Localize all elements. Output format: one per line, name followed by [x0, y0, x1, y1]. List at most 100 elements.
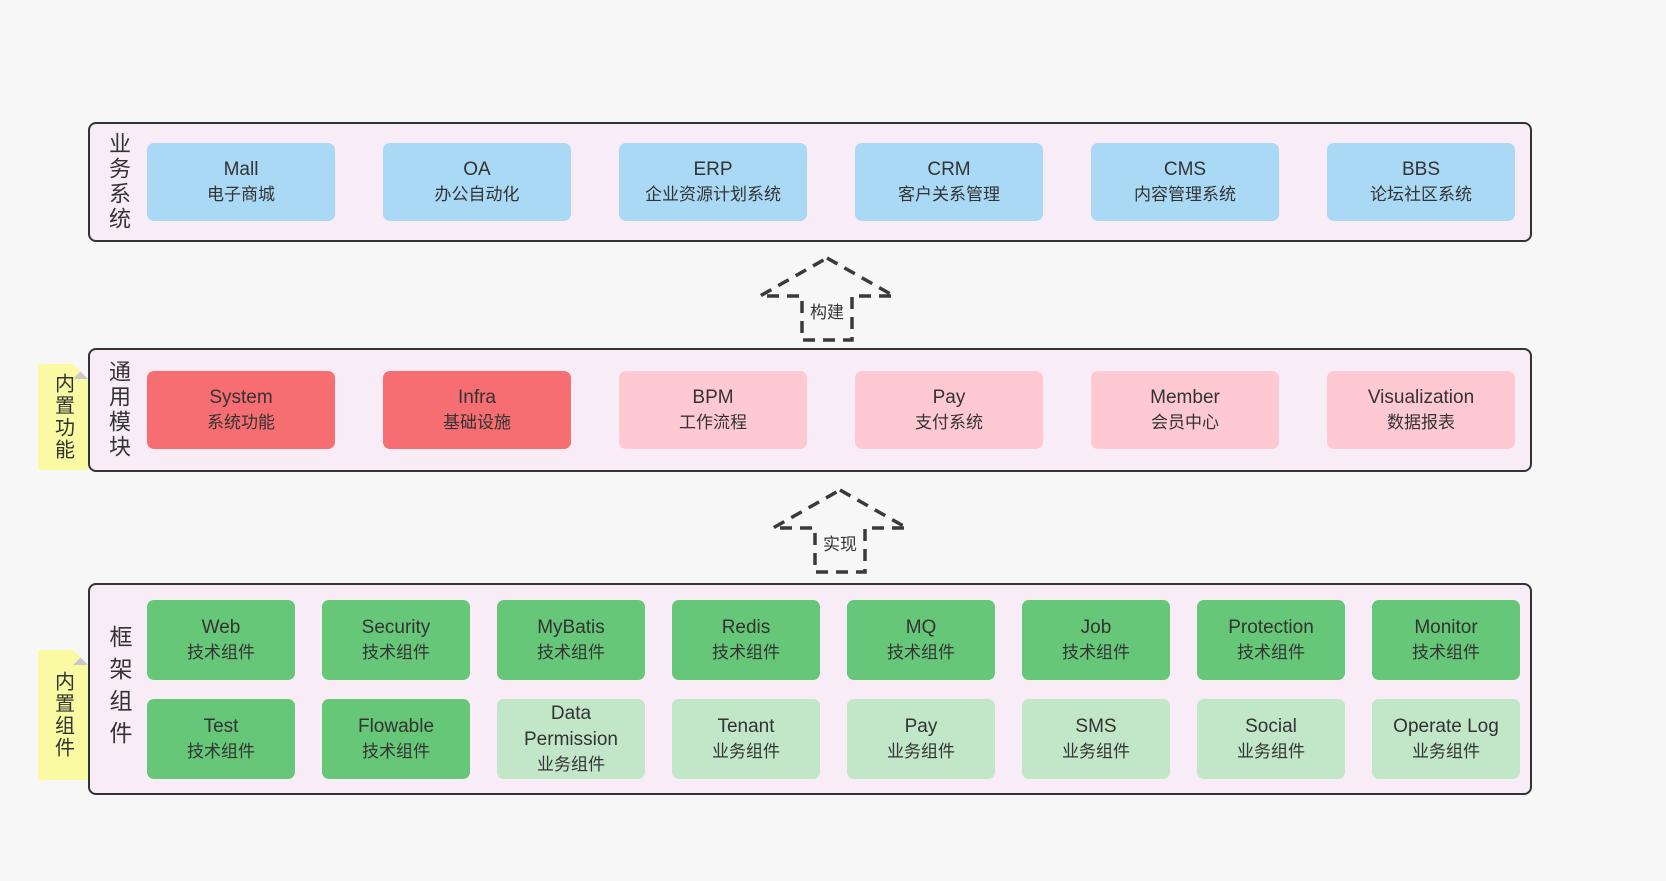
module-box-desc: 基础设施	[443, 413, 511, 433]
module-box-desc: 办公自动化	[434, 185, 520, 205]
module-box-name: MQ	[905, 616, 937, 638]
module-box-bbs: BBS 论坛社区系统	[1327, 143, 1515, 221]
module-box-protection: Protection 技术组件	[1197, 599, 1345, 680]
module-box-name: Tenant	[717, 715, 775, 737]
note-built-in-features: 内置功能	[38, 364, 88, 470]
module-box-bpm: BPM 工作流程	[619, 371, 807, 449]
module-box-mq: MQ 技术组件	[847, 599, 995, 680]
module-box-sms: SMS 业务组件	[1022, 698, 1170, 779]
module-box-name: Web	[201, 616, 241, 638]
folded-corner-icon	[73, 650, 88, 665]
module-box-security: Security 技术组件	[322, 599, 470, 680]
module-box-desc: 业务组件	[537, 754, 605, 774]
module-box-member: Member 会员中心	[1091, 371, 1279, 449]
module-box-job: Job 技术组件	[1022, 599, 1170, 680]
business-systems-box-row: Mall 电子商城 OA 办公自动化 ERP 企业资源计划系统 CRM 客户关系…	[147, 124, 1530, 240]
module-box-name: Test	[203, 715, 239, 737]
module-box-name: System	[209, 387, 273, 409]
module-box-oa: OA 办公自动化	[383, 143, 571, 221]
module-box-crm: CRM 客户关系管理	[855, 143, 1043, 221]
module-box-name: Data Permission	[524, 702, 618, 750]
module-box-desc: 系统功能	[207, 413, 275, 433]
layer-common-modules: 通用模块 System 系统功能 Infra 基础设施 BPM 工作流程 Pay…	[88, 348, 1532, 472]
framework-components-row-1: Web 技术组件 Security 技术组件 MyBatis 技术组件 Redi…	[147, 599, 1530, 680]
module-box-name: Social	[1245, 715, 1297, 737]
module-box-web: Web 技术组件	[147, 599, 295, 680]
module-box-name: Redis	[721, 616, 771, 638]
layer-business-systems: 业务系统 Mall 电子商城 OA 办公自动化 ERP 企业资源计划系统 CRM…	[88, 122, 1532, 242]
module-box-name: Operate Log	[1393, 715, 1499, 737]
module-box-name: Visualization	[1367, 387, 1475, 409]
module-box-name: Job	[1080, 616, 1112, 638]
module-box-desc: 技术组件	[537, 642, 605, 662]
note-built-in-features-label: 内置功能	[51, 373, 74, 461]
module-box-system: System 系统功能	[147, 371, 335, 449]
note-built-in-components-label: 内置组件	[51, 671, 74, 759]
module-box-mybatis: MyBatis 技术组件	[497, 599, 645, 680]
module-box-name: Member	[1150, 387, 1220, 409]
module-box-desc: 技术组件	[1062, 642, 1130, 662]
module-box-monitor: Monitor 技术组件	[1372, 599, 1520, 680]
module-box-name: Mall	[223, 159, 259, 181]
module-box-desc: 技术组件	[1237, 642, 1305, 662]
module-box-name: ERP	[693, 159, 733, 181]
arrow-label-bg	[818, 531, 862, 557]
module-box-desc: 技术组件	[187, 741, 255, 761]
module-box-desc: 业务组件	[1062, 741, 1130, 761]
module-box-desc: 技术组件	[187, 642, 255, 662]
module-box-flowable: Flowable 技术组件	[322, 698, 470, 779]
framework-components-rows: Web 技术组件 Security 技术组件 MyBatis 技术组件 Redi…	[147, 585, 1530, 793]
module-box-name: Pay	[904, 715, 938, 737]
module-box-desc: 业务组件	[712, 741, 780, 761]
module-box-name: OA	[463, 159, 491, 181]
module-box-desc: 技术组件	[887, 642, 955, 662]
module-box-name: BPM	[692, 387, 734, 409]
module-box-name: BBS	[1401, 159, 1441, 181]
module-box-name: CMS	[1163, 159, 1207, 181]
module-box-social: Social 业务组件	[1197, 698, 1345, 779]
module-box-name: SMS	[1075, 715, 1117, 737]
framework-components-row-2: Test 技术组件 Flowable 技术组件 Data Permission …	[147, 698, 1530, 779]
module-box-operate-log: Operate Log 业务组件	[1372, 698, 1520, 779]
arrow-implement-label: 实现	[823, 535, 857, 554]
module-box-name: Monitor	[1414, 616, 1478, 638]
module-box-name: Security	[361, 616, 431, 638]
module-box-desc: 业务组件	[887, 741, 955, 761]
module-box-infra: Infra 基础设施	[383, 371, 571, 449]
up-arrow-icon: 构建	[753, 255, 901, 342]
module-box-pay: Pay 支付系统	[855, 371, 1043, 449]
arrow-build-label: 构建	[810, 303, 844, 322]
module-box-redis: Redis 技术组件	[672, 599, 820, 680]
module-box-test: Test 技术组件	[147, 698, 295, 779]
common-modules-box-row: System 系统功能 Infra 基础设施 BPM 工作流程 Pay 支付系统…	[147, 350, 1530, 470]
arrow-label-bg	[805, 299, 849, 325]
arrow-implement: 实现	[766, 487, 914, 575]
module-box-desc: 工作流程	[679, 413, 747, 433]
layer-label-framework-components: 框架组件	[106, 625, 132, 753]
layer-label-business-systems: 业务系统	[106, 132, 131, 232]
module-box-visualization: Visualization 数据报表	[1327, 371, 1515, 449]
module-box-tenant: Tenant 业务组件	[672, 698, 820, 779]
module-box-desc: 数据报表	[1387, 413, 1455, 433]
arrow-outline	[753, 255, 901, 342]
module-box-desc: 会员中心	[1151, 413, 1219, 433]
module-box-name: Flowable	[357, 715, 435, 737]
module-box-mall: Mall 电子商城	[147, 143, 335, 221]
module-box-desc: 技术组件	[362, 642, 430, 662]
module-box-desc: 企业资源计划系统	[645, 185, 781, 205]
module-box-cms: CMS 内容管理系统	[1091, 143, 1279, 221]
layer-label-common-modules: 通用模块	[106, 360, 131, 460]
module-box-desc: 技术组件	[712, 642, 780, 662]
module-box-name: Infra	[457, 387, 497, 409]
module-box-desc: 技术组件	[1412, 642, 1480, 662]
module-box-pay: Pay 业务组件	[847, 698, 995, 779]
module-box-desc: 客户关系管理	[898, 185, 1000, 205]
module-box-desc: 支付系统	[915, 413, 983, 433]
module-box-name: Pay	[932, 387, 966, 409]
module-box-desc: 业务组件	[1412, 741, 1480, 761]
arrow-outline	[766, 487, 914, 574]
module-box-desc: 内容管理系统	[1134, 185, 1236, 205]
module-box-desc: 技术组件	[362, 741, 430, 761]
module-box-data-permission: Data Permission 业务组件	[497, 698, 645, 779]
